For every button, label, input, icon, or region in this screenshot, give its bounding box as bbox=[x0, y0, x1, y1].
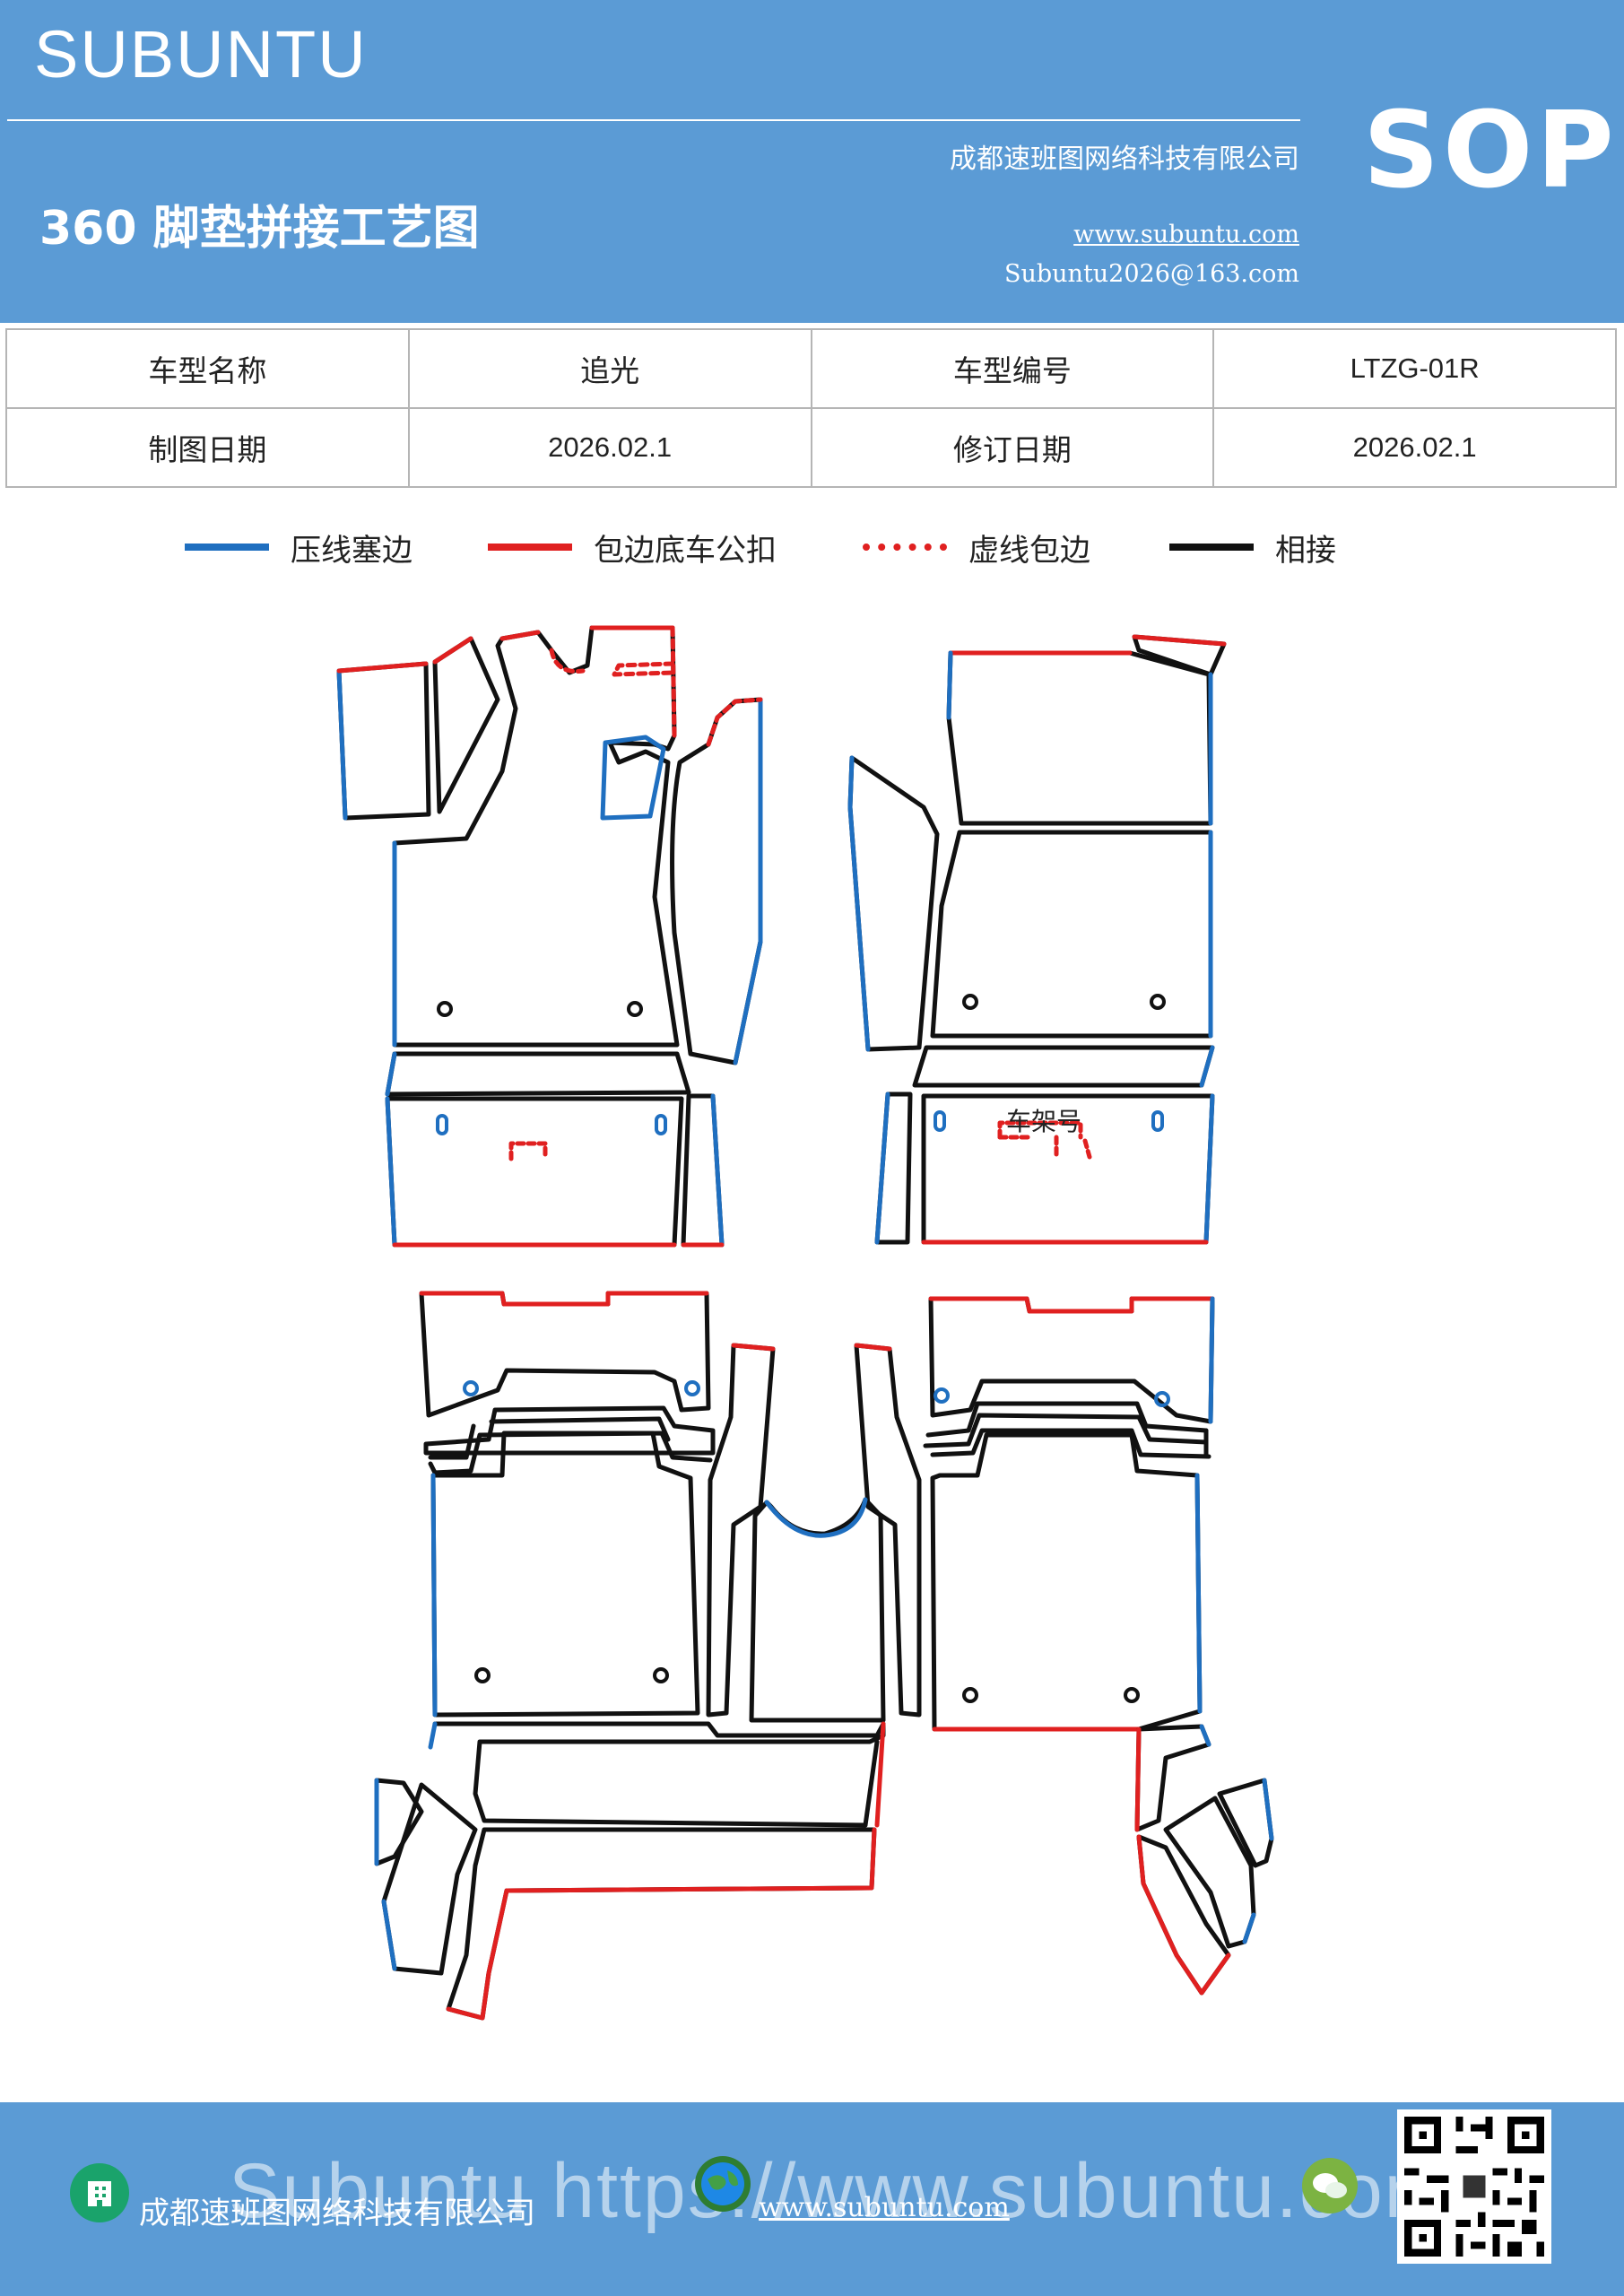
legend-label: 压线塞边 bbox=[291, 532, 413, 569]
rl-seat-mat bbox=[430, 1431, 700, 1718]
fl-rear-mat bbox=[385, 1096, 684, 1248]
globe-icon bbox=[695, 2156, 751, 2212]
fr-clip-slot bbox=[1151, 1110, 1164, 1132]
rl-mount-hole bbox=[653, 1667, 669, 1683]
rl-clip-hole bbox=[463, 1380, 479, 1396]
rear-l-panel bbox=[446, 1827, 877, 2021]
fl-clip-slot bbox=[655, 1114, 667, 1135]
contact-email[interactable]: Subuntu2026@163.com bbox=[1004, 260, 1299, 288]
value-draw-date: 2026.02.1 bbox=[407, 407, 812, 488]
header-banner: SUBUNTU 360 脚垫拼接工艺图 成都速班图网络科技有限公司 www.su… bbox=[0, 0, 1624, 323]
header-divider bbox=[7, 119, 1300, 121]
table-row: 车型名称 追光 车型编号 LTZG-01R bbox=[5, 328, 1617, 409]
rr-mount-hole bbox=[1124, 1687, 1140, 1703]
value-revision-date: 2026.02.1 bbox=[1212, 407, 1617, 488]
rr-corner-2 bbox=[1217, 1778, 1274, 1868]
rl-top-mat bbox=[419, 1291, 711, 1418]
fr-upper-mat bbox=[946, 650, 1213, 826]
legend-swatch-red-dashed bbox=[863, 544, 947, 551]
footer-website[interactable]: www.subuntu.com bbox=[759, 2192, 1010, 2223]
label-vehicle-name: 车型名称 bbox=[5, 328, 410, 409]
website-link[interactable]: www.subuntu.com bbox=[1073, 221, 1299, 248]
label-draw-date: 制图日期 bbox=[5, 407, 410, 488]
vehicle-info-table: 车型名称 追光 车型编号 LTZG-01R 制图日期 2026.02.1 修订日… bbox=[5, 328, 1617, 488]
footer-banner: Subuntu https://www.subuntu.com 成都速班图网络科… bbox=[0, 2102, 1624, 2296]
label-revision-date: 修订日期 bbox=[810, 407, 1215, 488]
rr-seat-mat bbox=[930, 1432, 1203, 1732]
legend-label: 虚线包边 bbox=[968, 532, 1090, 569]
rr-clip-hole bbox=[934, 1387, 950, 1404]
building-icon bbox=[70, 2163, 129, 2222]
rl-clip-hole bbox=[684, 1380, 700, 1396]
sop-badge: SOP bbox=[1363, 88, 1618, 212]
footer-company: 成都速班图网络科技有限公司 bbox=[139, 2196, 535, 2231]
legend-item-joint: 相接 bbox=[1169, 520, 1336, 574]
rr-lower-piece bbox=[1134, 1724, 1211, 1832]
fr-clip-slot bbox=[934, 1110, 946, 1132]
rr-mount-hole bbox=[962, 1687, 978, 1703]
table-row: 制图日期 2026.02.1 修订日期 2026.02.1 bbox=[5, 407, 1617, 488]
legend-swatch-black bbox=[1169, 544, 1254, 551]
legend-swatch-blue bbox=[185, 544, 269, 551]
fr-mount-hole bbox=[962, 994, 978, 1010]
rl-mount-hole bbox=[474, 1667, 491, 1683]
fl-pedal-insert bbox=[600, 735, 666, 821]
footer-watermark: Subuntu https://www.subuntu.com bbox=[229, 2148, 1451, 2234]
fl-mount-hole bbox=[627, 1001, 643, 1017]
fr-mount-hole bbox=[1150, 994, 1166, 1010]
tunnel-right-rail bbox=[854, 1343, 922, 1718]
fr-main-mat bbox=[930, 830, 1213, 1039]
company-name: 成都速班图网络科技有限公司 bbox=[950, 144, 1299, 175]
chat-icon bbox=[1302, 2158, 1358, 2213]
value-vehicle-name: 追光 bbox=[407, 328, 812, 409]
legend-item-wrap-edge: 包边底车公扣 bbox=[488, 520, 777, 574]
legend-label: 相接 bbox=[1275, 532, 1336, 569]
rear-left-sill bbox=[381, 1782, 478, 1976]
legend-item-dashed-wrap: 虚线包边 bbox=[863, 520, 1090, 574]
rr-strips bbox=[923, 1401, 1209, 1448]
legend-swatch-red bbox=[488, 544, 572, 551]
fl-mount-hole bbox=[437, 1001, 453, 1017]
document-title: 360 脚垫拼接工艺图 bbox=[39, 202, 480, 256]
legend-label: 包边底车公扣 bbox=[594, 532, 777, 569]
tunnel-center-mat bbox=[749, 1497, 886, 1723]
fl-strip bbox=[385, 1051, 691, 1097]
tunnel-left-rail bbox=[706, 1343, 776, 1718]
rear-long-strip bbox=[432, 1721, 886, 1828]
fr-strip bbox=[912, 1045, 1215, 1088]
rl-strip-1 bbox=[423, 1405, 716, 1456]
legend-item-press-line: 压线塞边 bbox=[185, 520, 413, 574]
qr-code bbox=[1397, 2109, 1551, 2264]
fl-clip-slot bbox=[436, 1114, 448, 1135]
brand-name: SUBUNTU bbox=[34, 17, 368, 91]
fl-wedge-panel bbox=[432, 636, 500, 814]
rr-clip-hole bbox=[1154, 1391, 1170, 1407]
vin-label: 车架号 bbox=[1006, 1107, 1081, 1136]
label-vehicle-code: 车型编号 bbox=[810, 328, 1215, 409]
value-vehicle-code: LTZG-01R bbox=[1212, 328, 1617, 409]
fl-side-panel bbox=[336, 661, 431, 821]
